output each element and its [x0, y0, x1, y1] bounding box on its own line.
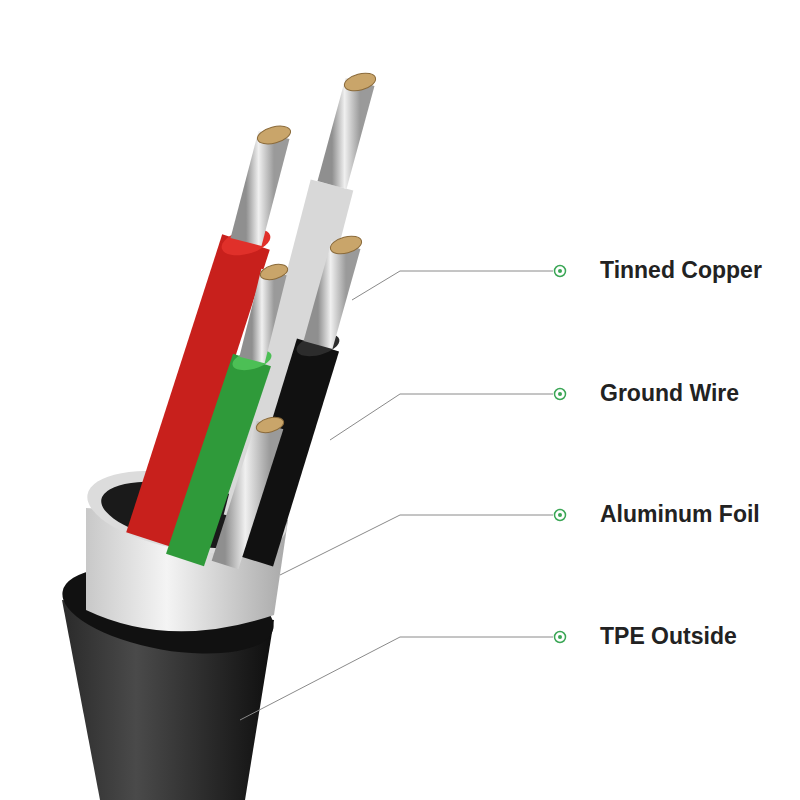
- leader-lines: [240, 271, 553, 720]
- conductor: [332, 82, 360, 185]
- leader-dot: [558, 513, 562, 517]
- part-label: Ground Wire: [600, 380, 739, 408]
- leader-line: [240, 637, 553, 720]
- leader-line: [352, 271, 553, 300]
- copper-tip: [259, 262, 290, 283]
- ground-wire: [225, 425, 270, 565]
- part-label: Aluminum Foil: [600, 501, 760, 529]
- conductor: [318, 245, 346, 345]
- copper-tip: [328, 233, 363, 257]
- leader-dot: [558, 269, 562, 273]
- copper-tip: [342, 70, 377, 94]
- leader-dot: [558, 635, 562, 639]
- leader-dot: [555, 632, 566, 643]
- copper-tip: [255, 415, 286, 436]
- leader-dot: [555, 266, 566, 277]
- leader-dot: [555, 510, 566, 521]
- leader-line: [280, 515, 553, 575]
- copper-tip: [256, 123, 293, 147]
- leader-line: [330, 394, 553, 440]
- leader-dot: [555, 389, 566, 400]
- conductor: [252, 272, 274, 360]
- leader-dot: [558, 392, 562, 396]
- part-label: TPE Outside: [600, 623, 737, 651]
- conductor: [246, 135, 274, 242]
- leader-dots: [555, 266, 566, 643]
- part-label: Tinned Copper: [600, 257, 762, 285]
